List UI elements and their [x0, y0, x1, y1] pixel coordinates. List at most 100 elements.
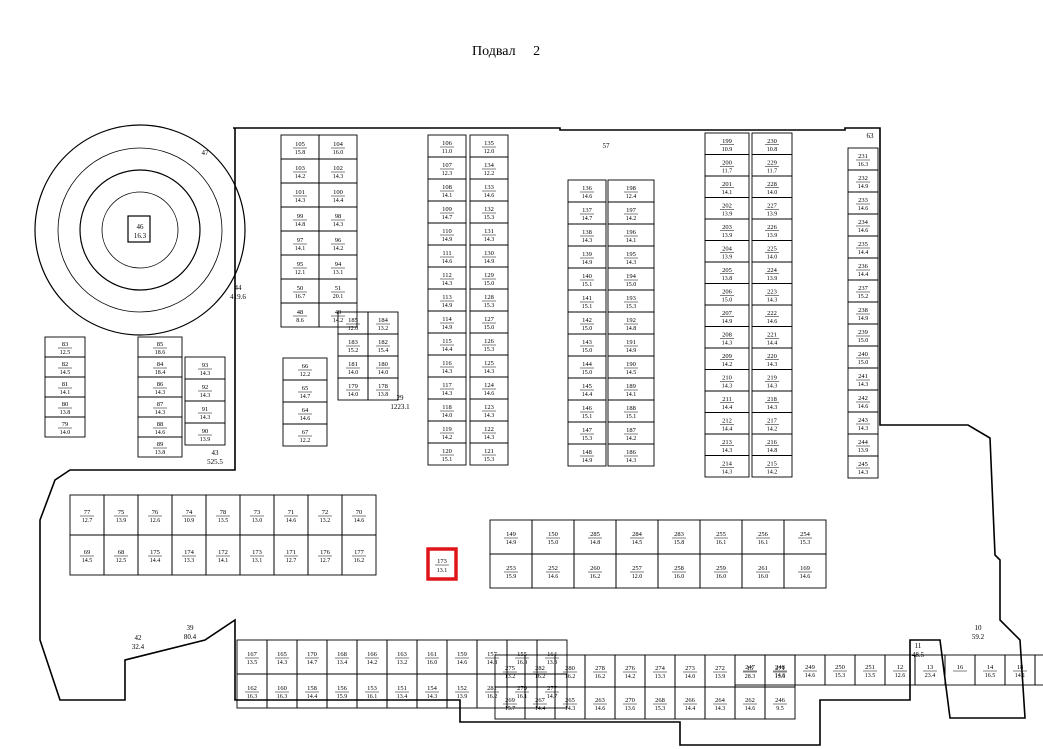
- unit-17[interactable]: 1712.3: [1034, 654, 1043, 686]
- highlighted-unit[interactable]: 173 13.1: [426, 547, 458, 581]
